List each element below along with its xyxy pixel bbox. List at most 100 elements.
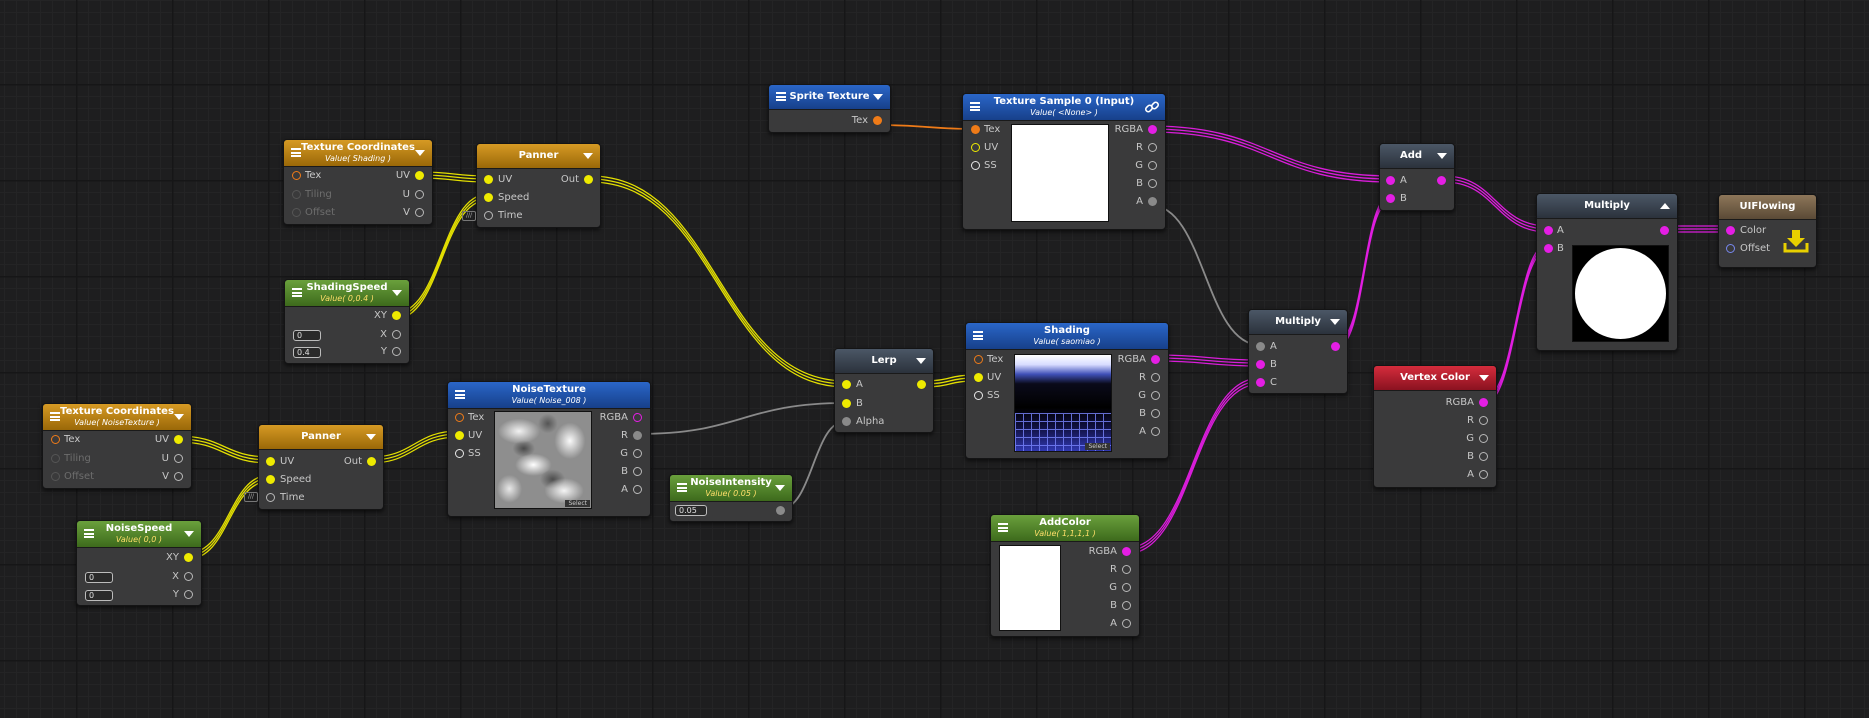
a-output-port[interactable] [1122,619,1131,628]
out-output-port[interactable] [367,457,376,466]
dropdown-icon[interactable] [174,414,184,420]
rgba-output-port[interactable] [1148,125,1157,134]
node-lerp[interactable]: Lerp A B Alpha [834,348,934,433]
menu-icon[interactable] [677,483,687,492]
offset-input-port[interactable] [51,472,60,481]
node-header[interactable]: Texture Sample 0 (Input) Value( <None> ) [963,94,1165,121]
dropdown-icon[interactable] [415,150,425,156]
u-output-port[interactable] [415,190,424,199]
y-output-port[interactable] [184,590,193,599]
dropdown-icon[interactable] [184,531,194,537]
x-output-port[interactable] [392,330,401,339]
speed-input-port[interactable] [266,475,275,484]
b-output-port[interactable] [1151,409,1160,418]
b-output-port[interactable] [1122,601,1131,610]
out-output-port[interactable] [917,380,926,389]
dropdown-icon[interactable] [916,358,926,364]
select-button[interactable]: Select [1085,443,1110,450]
node-uiflowing-output[interactable]: UIFlowing Color Offset [1718,194,1817,268]
node-multiply-middle[interactable]: Multiply A B C [1248,309,1348,394]
b-input-port[interactable] [842,399,851,408]
c-input-port[interactable] [1256,378,1265,387]
node-header[interactable]: NoiseIntensity Value( 0.05 ) [670,475,792,502]
intensity-value-field[interactable]: 0.05 [675,505,707,516]
tex-output-port[interactable] [873,116,882,125]
dropdown-icon[interactable] [1437,153,1447,159]
node-shading-texture[interactable]: Shading Value( saomiao ) Tex UV SS Selec… [965,322,1169,459]
menu-icon[interactable] [291,148,301,157]
node-shading-speed[interactable]: ShadingSpeed Value( 0,0.4 ) XY 0 X 0.4 Y [284,279,410,364]
a-input-port[interactable] [842,380,851,389]
node-texture-coordinates-noise[interactable]: Texture Coordinates Value( NoiseTexture … [42,403,192,489]
a-output-port[interactable] [633,485,642,494]
b-input-port[interactable] [1256,360,1265,369]
rgba-output-port[interactable] [1151,355,1160,364]
node-noise-speed[interactable]: NoiseSpeed Value( 0,0 ) XY 0 X 0 Y [76,520,202,606]
node-multiply-final[interactable]: Multiply A B [1536,193,1678,351]
a-output-port[interactable] [1151,427,1160,436]
tex-input-port[interactable] [455,413,464,422]
out-output-port[interactable] [1437,176,1446,185]
node-header[interactable]: Texture Coordinates Value( Shading ) [284,140,432,167]
uv-output-port[interactable] [415,171,424,180]
r-output-port[interactable] [1151,373,1160,382]
menu-icon[interactable] [84,529,94,538]
time-input-port[interactable] [484,211,493,220]
menu-icon[interactable] [455,390,465,399]
node-vertex-color[interactable]: Vertex Color RGBA R G B A [1373,365,1497,488]
node-add[interactable]: Add A B [1379,143,1455,211]
dropdown-icon[interactable] [1330,319,1340,325]
x-value-field[interactable]: 0 [85,572,113,583]
a-input-port[interactable] [1386,176,1395,185]
out-output-port[interactable] [1660,226,1669,235]
node-header[interactable]: Multiply [1537,194,1677,219]
r-output-port[interactable] [1479,416,1488,425]
speed-input-port[interactable] [484,193,493,202]
ss-input-port[interactable] [974,391,983,400]
ss-input-port[interactable] [455,449,464,458]
dropdown-icon[interactable] [873,94,883,100]
offset-input-port[interactable] [292,208,301,217]
select-button[interactable]: Select [565,500,590,507]
g-output-port[interactable] [1151,391,1160,400]
time-input-button[interactable]: /// [462,211,476,221]
dropdown-icon[interactable] [583,153,593,159]
tiling-input-port[interactable] [51,454,60,463]
dropdown-icon[interactable] [1479,375,1489,381]
offset-input-port[interactable] [1726,244,1735,253]
rgba-output-port[interactable] [1479,398,1488,407]
tex-input-port[interactable] [971,125,980,134]
dropdown-icon[interactable] [366,434,376,440]
xy-output-port[interactable] [392,311,401,320]
x-value-field[interactable]: 0 [293,330,321,341]
b-input-port[interactable] [1544,244,1553,253]
ss-input-port[interactable] [971,161,980,170]
a-output-port[interactable] [1148,197,1157,206]
node-header[interactable]: Add [1380,144,1454,169]
dropdown-icon[interactable] [392,290,402,296]
y-output-port[interactable] [392,347,401,356]
g-output-port[interactable] [1148,161,1157,170]
g-output-port[interactable] [1479,434,1488,443]
b-output-port[interactable] [1479,452,1488,461]
tex-input-port[interactable] [292,171,301,180]
node-texture-sample-input[interactable]: Texture Sample 0 (Input) Value( <None> )… [962,93,1166,230]
node-header[interactable]: ShadingSpeed Value( 0,0.4 ) [285,280,409,307]
b-input-port[interactable] [1386,194,1395,203]
value-output-port[interactable] [776,506,785,515]
time-input-port[interactable] [266,493,275,502]
color-input-port[interactable] [1726,226,1735,235]
node-add-color[interactable]: AddColor Value( 1,1,1,1 ) RGBA R G B A [990,514,1140,637]
collapse-icon[interactable] [1660,203,1670,209]
r-output-port[interactable] [1122,565,1131,574]
node-header[interactable]: AddColor Value( 1,1,1,1 ) [991,515,1139,542]
b-output-port[interactable] [633,467,642,476]
b-output-port[interactable] [1148,179,1157,188]
node-noise-texture[interactable]: NoiseTexture Value( Noise_008 ) Tex UV S… [447,381,651,517]
node-texture-coordinates-shading[interactable]: Texture Coordinates Value( Shading ) Tex… [283,139,433,225]
node-header[interactable]: Lerp [835,349,933,374]
alpha-input-port[interactable] [842,417,851,426]
y-value-field[interactable]: 0 [85,590,113,601]
menu-icon[interactable] [776,92,786,101]
a-output-port[interactable] [1479,470,1488,479]
